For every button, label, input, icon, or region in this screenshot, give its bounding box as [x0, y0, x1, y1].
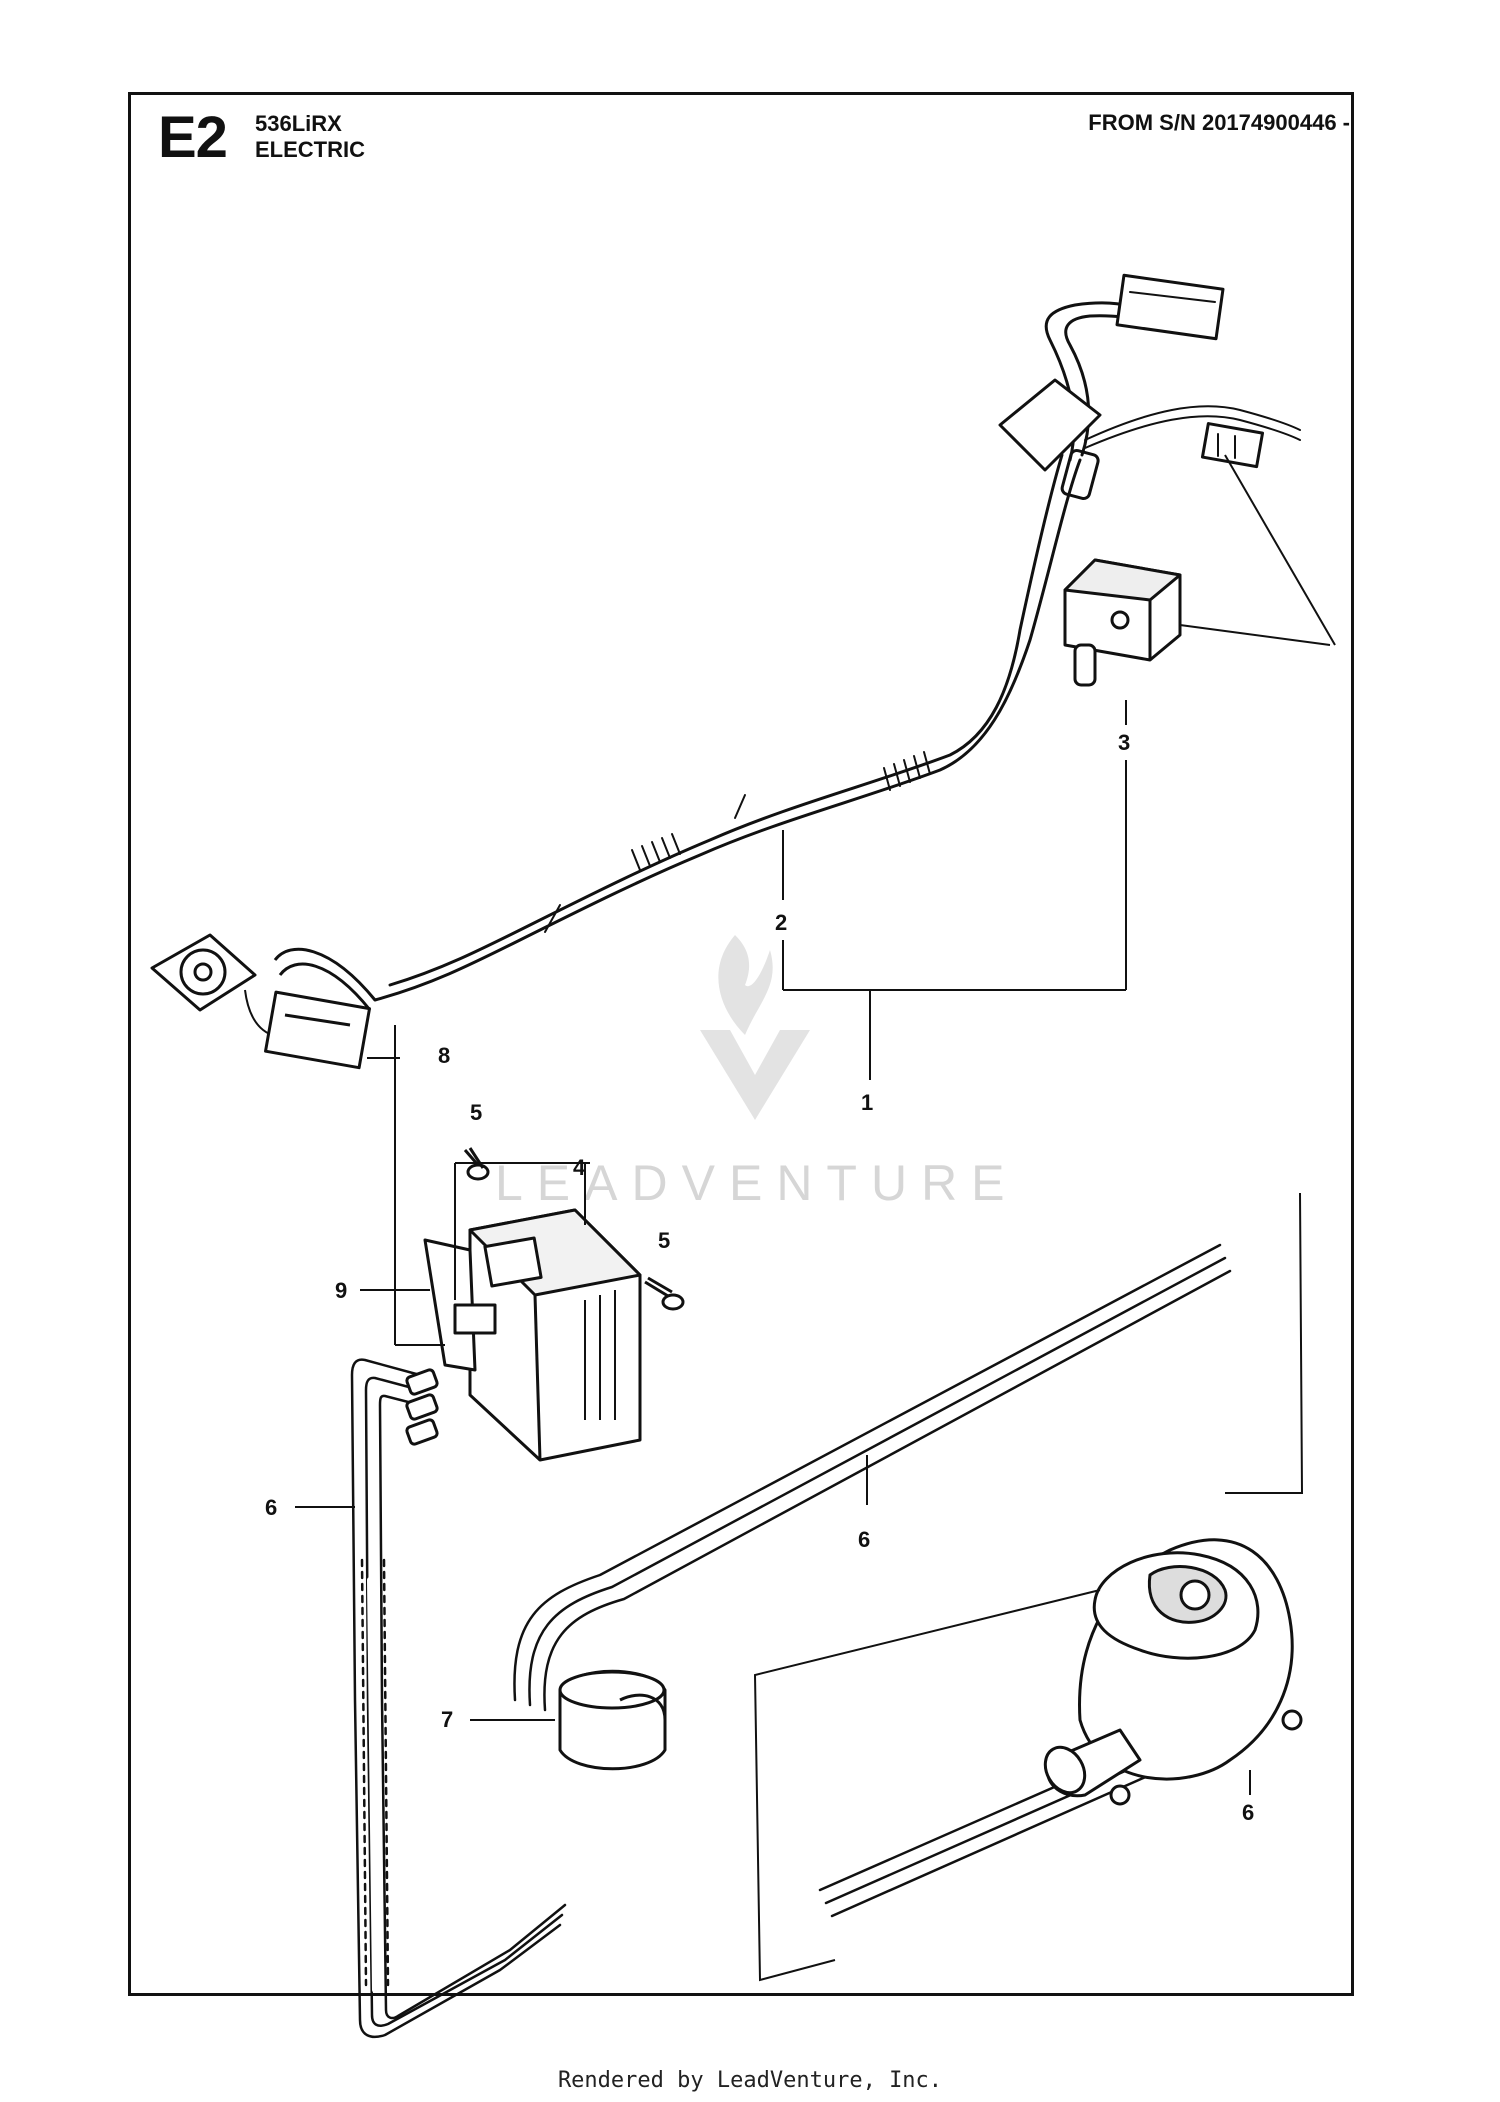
- trigger-switch: [1063, 558, 1331, 687]
- watermark-text: LEADVENTURE: [495, 1155, 1019, 1211]
- callout-6b: 6: [858, 1527, 870, 1552]
- callout-5a: 5: [470, 1100, 482, 1125]
- model-name: 536LiRX: [255, 111, 342, 136]
- callout-6c: 6: [1242, 1800, 1254, 1825]
- leader-lines: [295, 454, 1336, 1982]
- callout-7: 7: [441, 1707, 453, 1732]
- watermark-logo: [700, 935, 810, 1120]
- section-code: E2: [158, 105, 228, 170]
- section-name: ELECTRIC: [255, 137, 365, 162]
- callout-4: 4: [573, 1155, 586, 1180]
- callout-2: 2: [775, 910, 787, 935]
- callout-1: 1: [861, 1090, 873, 1115]
- callout-3: 3: [1118, 730, 1130, 755]
- callout-5b: 5: [658, 1228, 670, 1253]
- diagram-frame: [128, 92, 1354, 1996]
- callout-8: 8: [438, 1043, 450, 1068]
- wire-terminals: [405, 1368, 439, 1446]
- motor-wires: [350, 1243, 1232, 2039]
- motor: [1043, 1538, 1303, 1806]
- module-bracket: [423, 1238, 497, 1372]
- serial-range: FROM S/N 20174900446 -: [1088, 110, 1350, 135]
- callout-6a: 6: [265, 1495, 277, 1520]
- footer-credit: Rendered by LeadVenture, Inc.: [557, 2068, 943, 2093]
- fan-assembly: [150, 933, 377, 1070]
- ferrite-core: [558, 1669, 667, 1771]
- callout-9: 9: [335, 1278, 347, 1303]
- control-module: [468, 1208, 642, 1462]
